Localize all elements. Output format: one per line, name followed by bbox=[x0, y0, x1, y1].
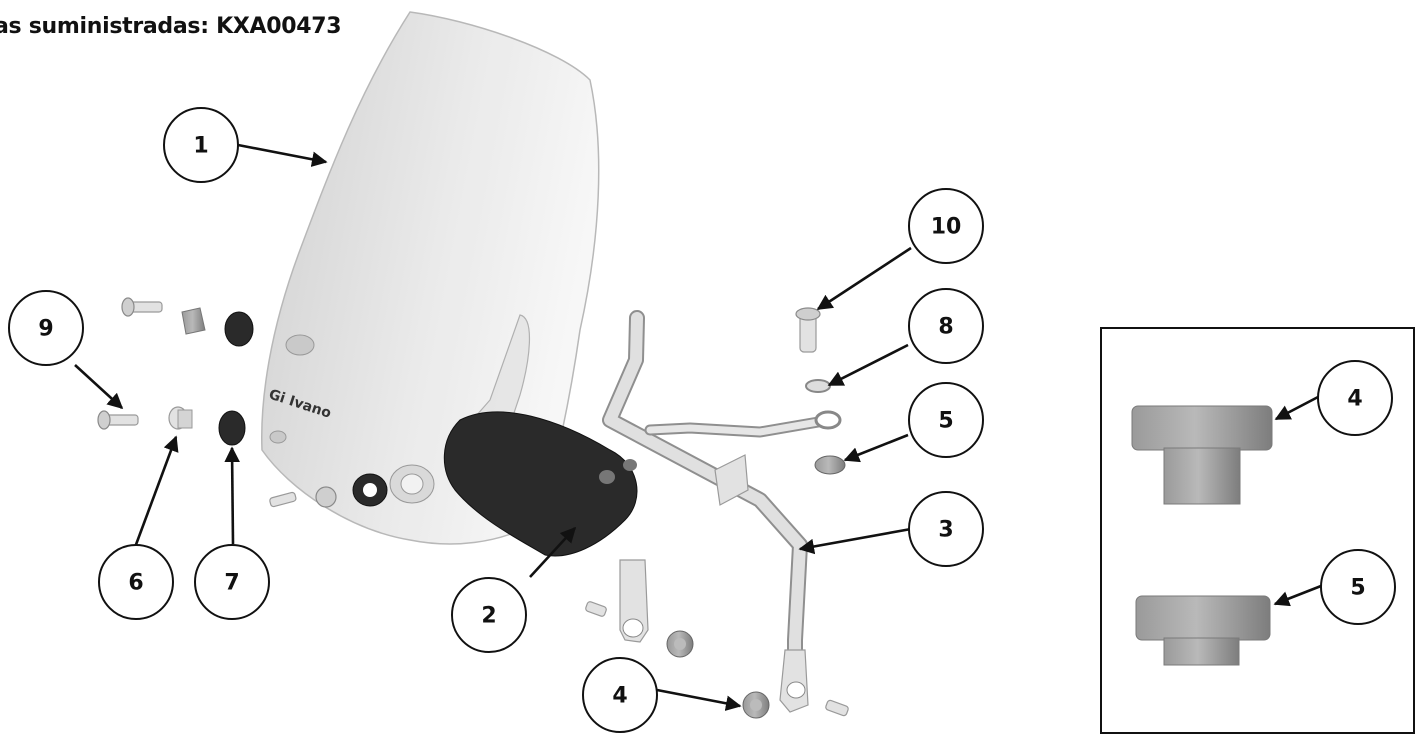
callout-2: 2 bbox=[451, 577, 527, 653]
bushing-4-detail bbox=[1131, 405, 1273, 505]
svg-text:5: 5 bbox=[938, 409, 953, 434]
hardware-parts bbox=[97, 297, 849, 719]
detail-inset: 4 5 bbox=[1100, 327, 1415, 734]
parts-list-title: as suministradas: KXA00473 bbox=[0, 14, 342, 39]
svg-text:9: 9 bbox=[38, 317, 53, 342]
svg-text:5: 5 bbox=[1350, 576, 1365, 601]
svg-text:10: 10 bbox=[931, 215, 962, 240]
bushing-5-detail bbox=[1135, 595, 1271, 666]
leader-2 bbox=[529, 526, 577, 578]
callout-9: 9 bbox=[8, 290, 84, 366]
inset-callout-4: 4 bbox=[1317, 360, 1393, 436]
mounting-bracket-part bbox=[443, 314, 638, 557]
leader-6 bbox=[132, 435, 179, 551]
inset-leader-5 bbox=[1273, 584, 1322, 607]
svg-text:3: 3 bbox=[938, 518, 953, 543]
leader-3 bbox=[798, 527, 912, 555]
svg-text:7: 7 bbox=[224, 571, 239, 596]
callout-1: 1 bbox=[163, 107, 239, 183]
leader-5 bbox=[843, 433, 909, 463]
svg-text:8: 8 bbox=[938, 315, 953, 340]
inset-callout-5: 5 bbox=[1320, 549, 1396, 625]
callout-6: 6 bbox=[98, 544, 174, 620]
callout-5: 5 bbox=[908, 382, 984, 458]
callout-10: 10 bbox=[908, 188, 984, 264]
callout-3: 3 bbox=[908, 491, 984, 567]
svg-text:6: 6 bbox=[128, 571, 143, 596]
leader-8 bbox=[827, 343, 909, 387]
svg-text:4: 4 bbox=[1347, 387, 1362, 412]
tubular-frame-part bbox=[602, 310, 842, 713]
callout-7: 7 bbox=[194, 544, 270, 620]
callout-4: 4 bbox=[582, 657, 658, 733]
leader-1 bbox=[237, 143, 328, 167]
leader-9 bbox=[74, 364, 124, 410]
svg-text:2: 2 bbox=[481, 604, 496, 629]
svg-text:1: 1 bbox=[193, 134, 208, 159]
leader-4 bbox=[656, 688, 742, 712]
callout-8: 8 bbox=[908, 288, 984, 364]
svg-text:4: 4 bbox=[612, 684, 627, 709]
leader-lines bbox=[74, 143, 912, 712]
inset-leader-4 bbox=[1274, 395, 1319, 421]
leader-7 bbox=[224, 446, 240, 545]
leader-10 bbox=[816, 246, 912, 311]
